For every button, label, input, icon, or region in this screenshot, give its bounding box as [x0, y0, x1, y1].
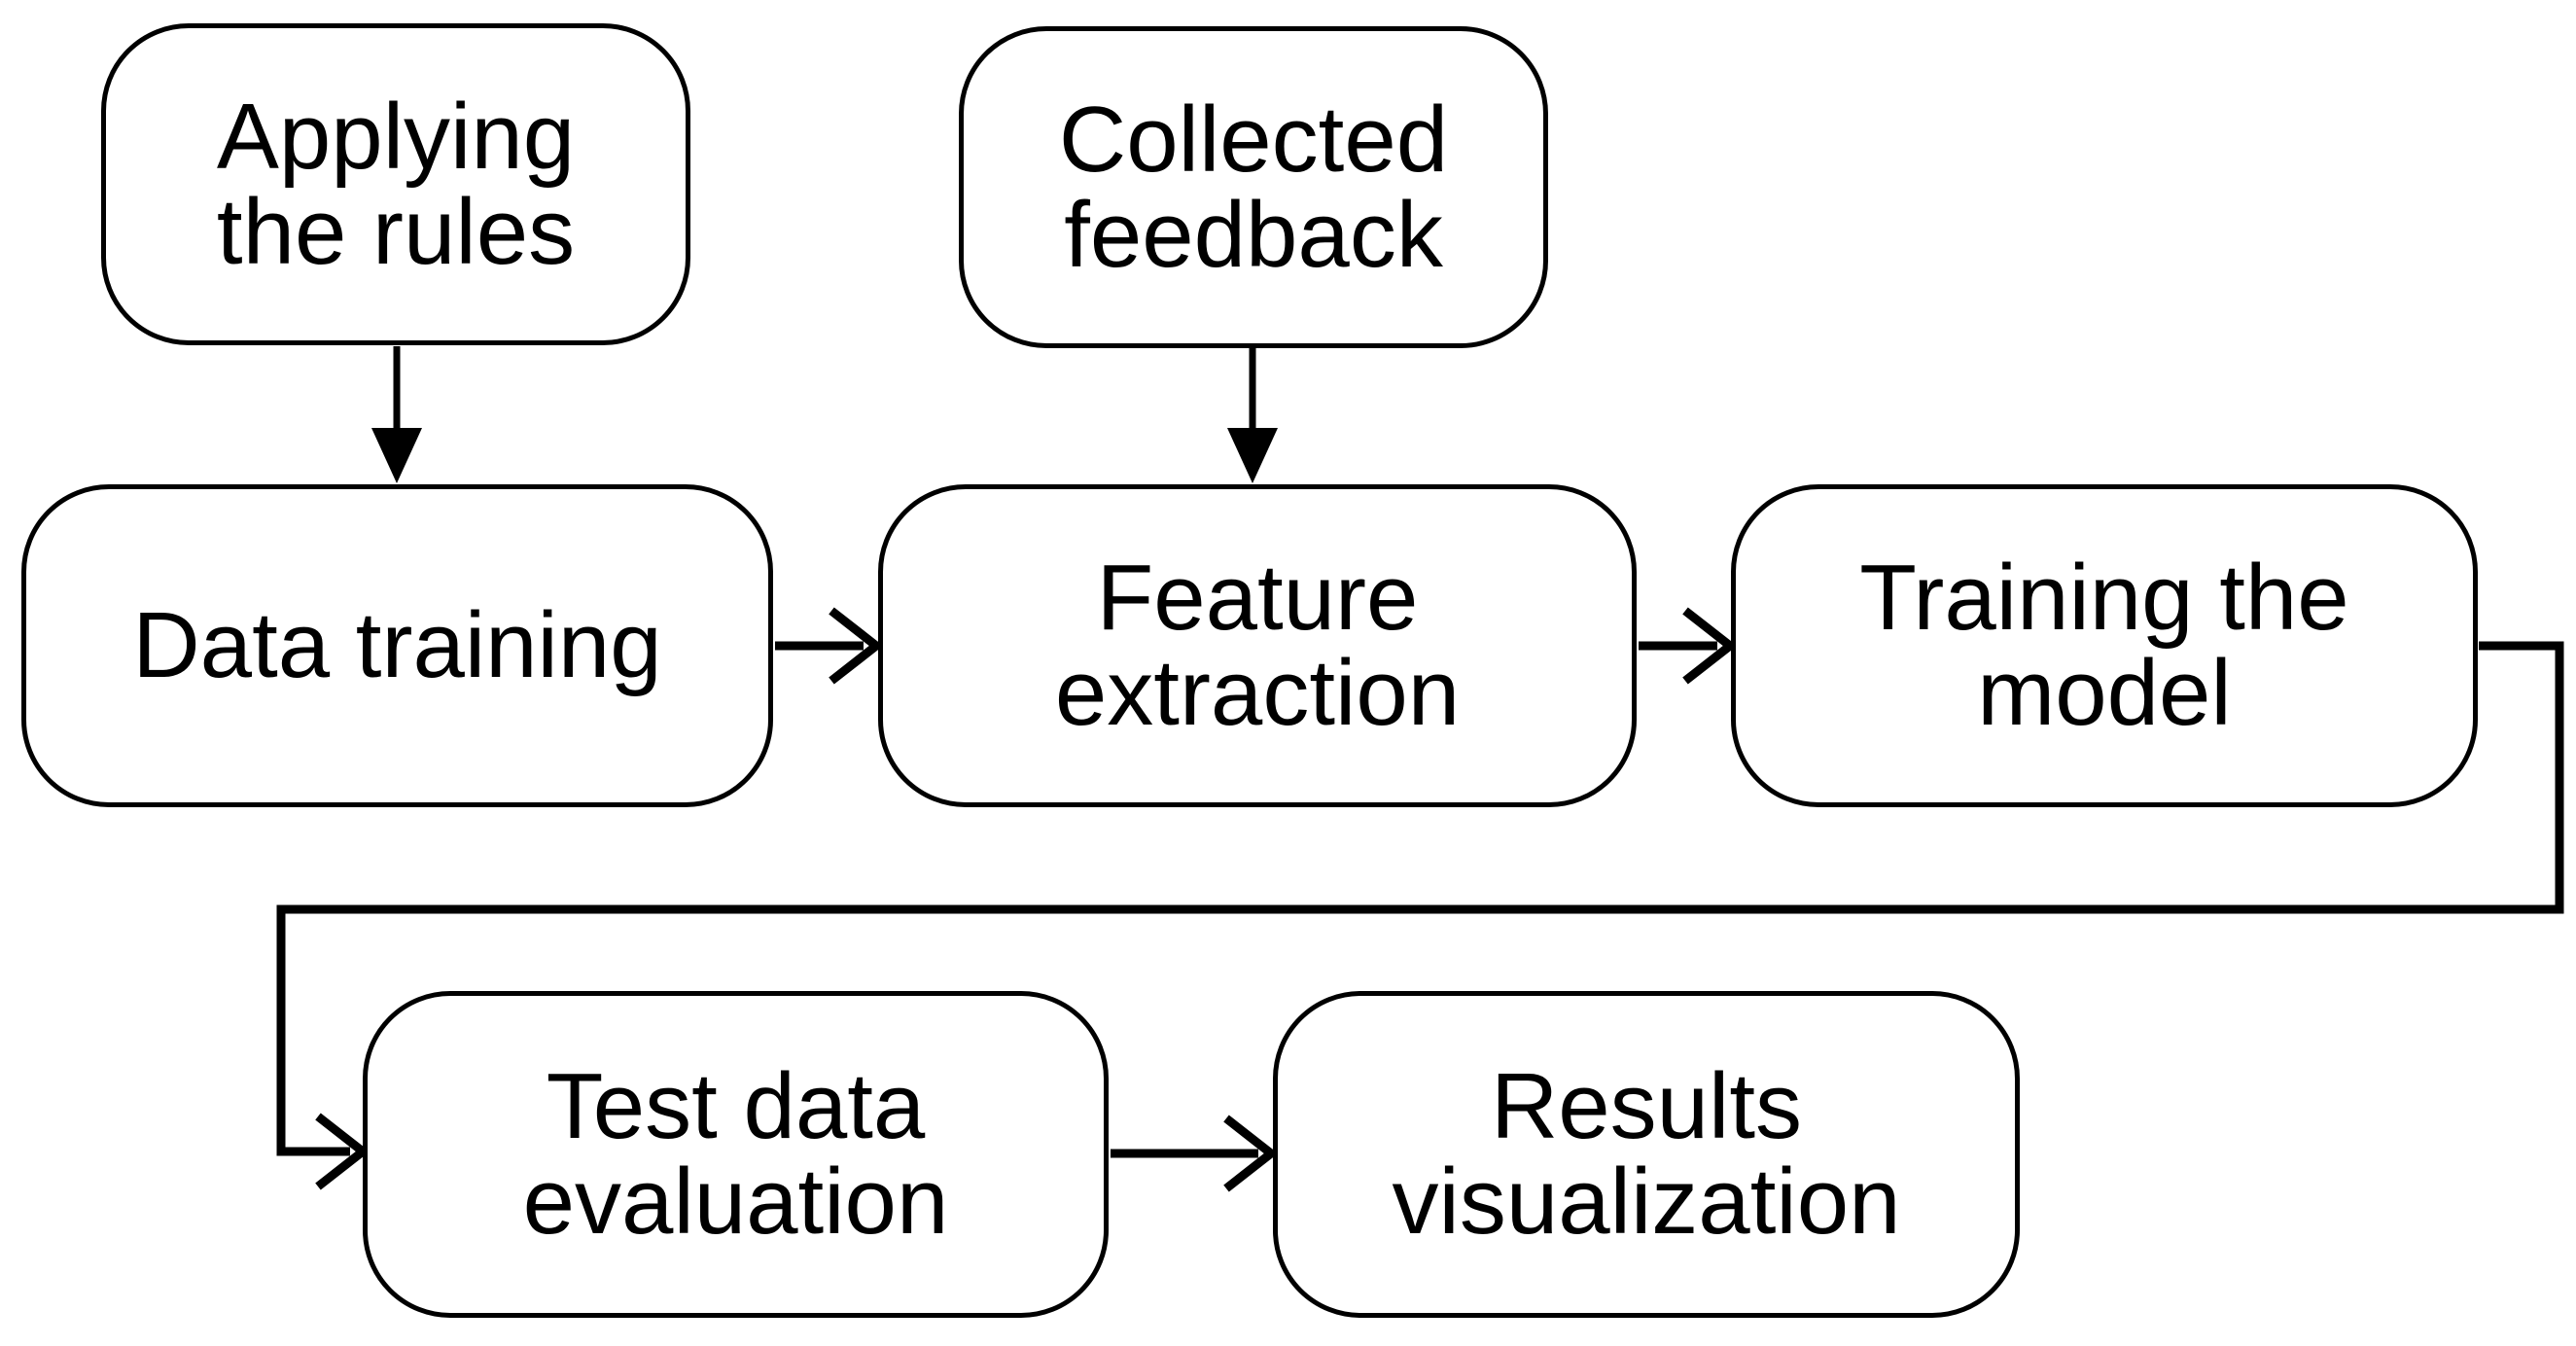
node-collected-feedback[interactable]: Collected feedback: [959, 26, 1548, 348]
node-label-applying-the-rules: Applying the rules: [216, 84, 576, 284]
edge-data-training-to-feature-extraction: [775, 607, 884, 685]
node-label-test-data-evaluation: Test data evaluation: [522, 1054, 949, 1254]
node-label-results-visualization: Results visualization: [1392, 1054, 1901, 1254]
node-data-training[interactable]: Data training: [21, 484, 773, 807]
node-label-collected-feedback: Collected feedback: [1058, 87, 1449, 287]
node-results-visualization[interactable]: Results visualization: [1273, 991, 2020, 1318]
edge-collected-to-feature-extraction: [1227, 348, 1278, 483]
node-training-the-model[interactable]: Training the model: [1731, 484, 2478, 807]
node-feature-extraction[interactable]: Feature extraction: [878, 484, 1637, 807]
node-applying-the-rules[interactable]: Applying the rules: [101, 23, 690, 345]
node-test-data-evaluation[interactable]: Test data evaluation: [363, 991, 1109, 1318]
edge-test-data-to-results: [1111, 1115, 1279, 1192]
edge-feature-extraction-to-training: [1639, 607, 1738, 685]
node-label-data-training: Data training: [132, 593, 662, 698]
node-label-feature-extraction: Feature extraction: [1054, 546, 1461, 745]
node-label-training-the-model: Training the model: [1859, 546, 2349, 745]
edge-applying-to-data-training: [371, 346, 422, 483]
